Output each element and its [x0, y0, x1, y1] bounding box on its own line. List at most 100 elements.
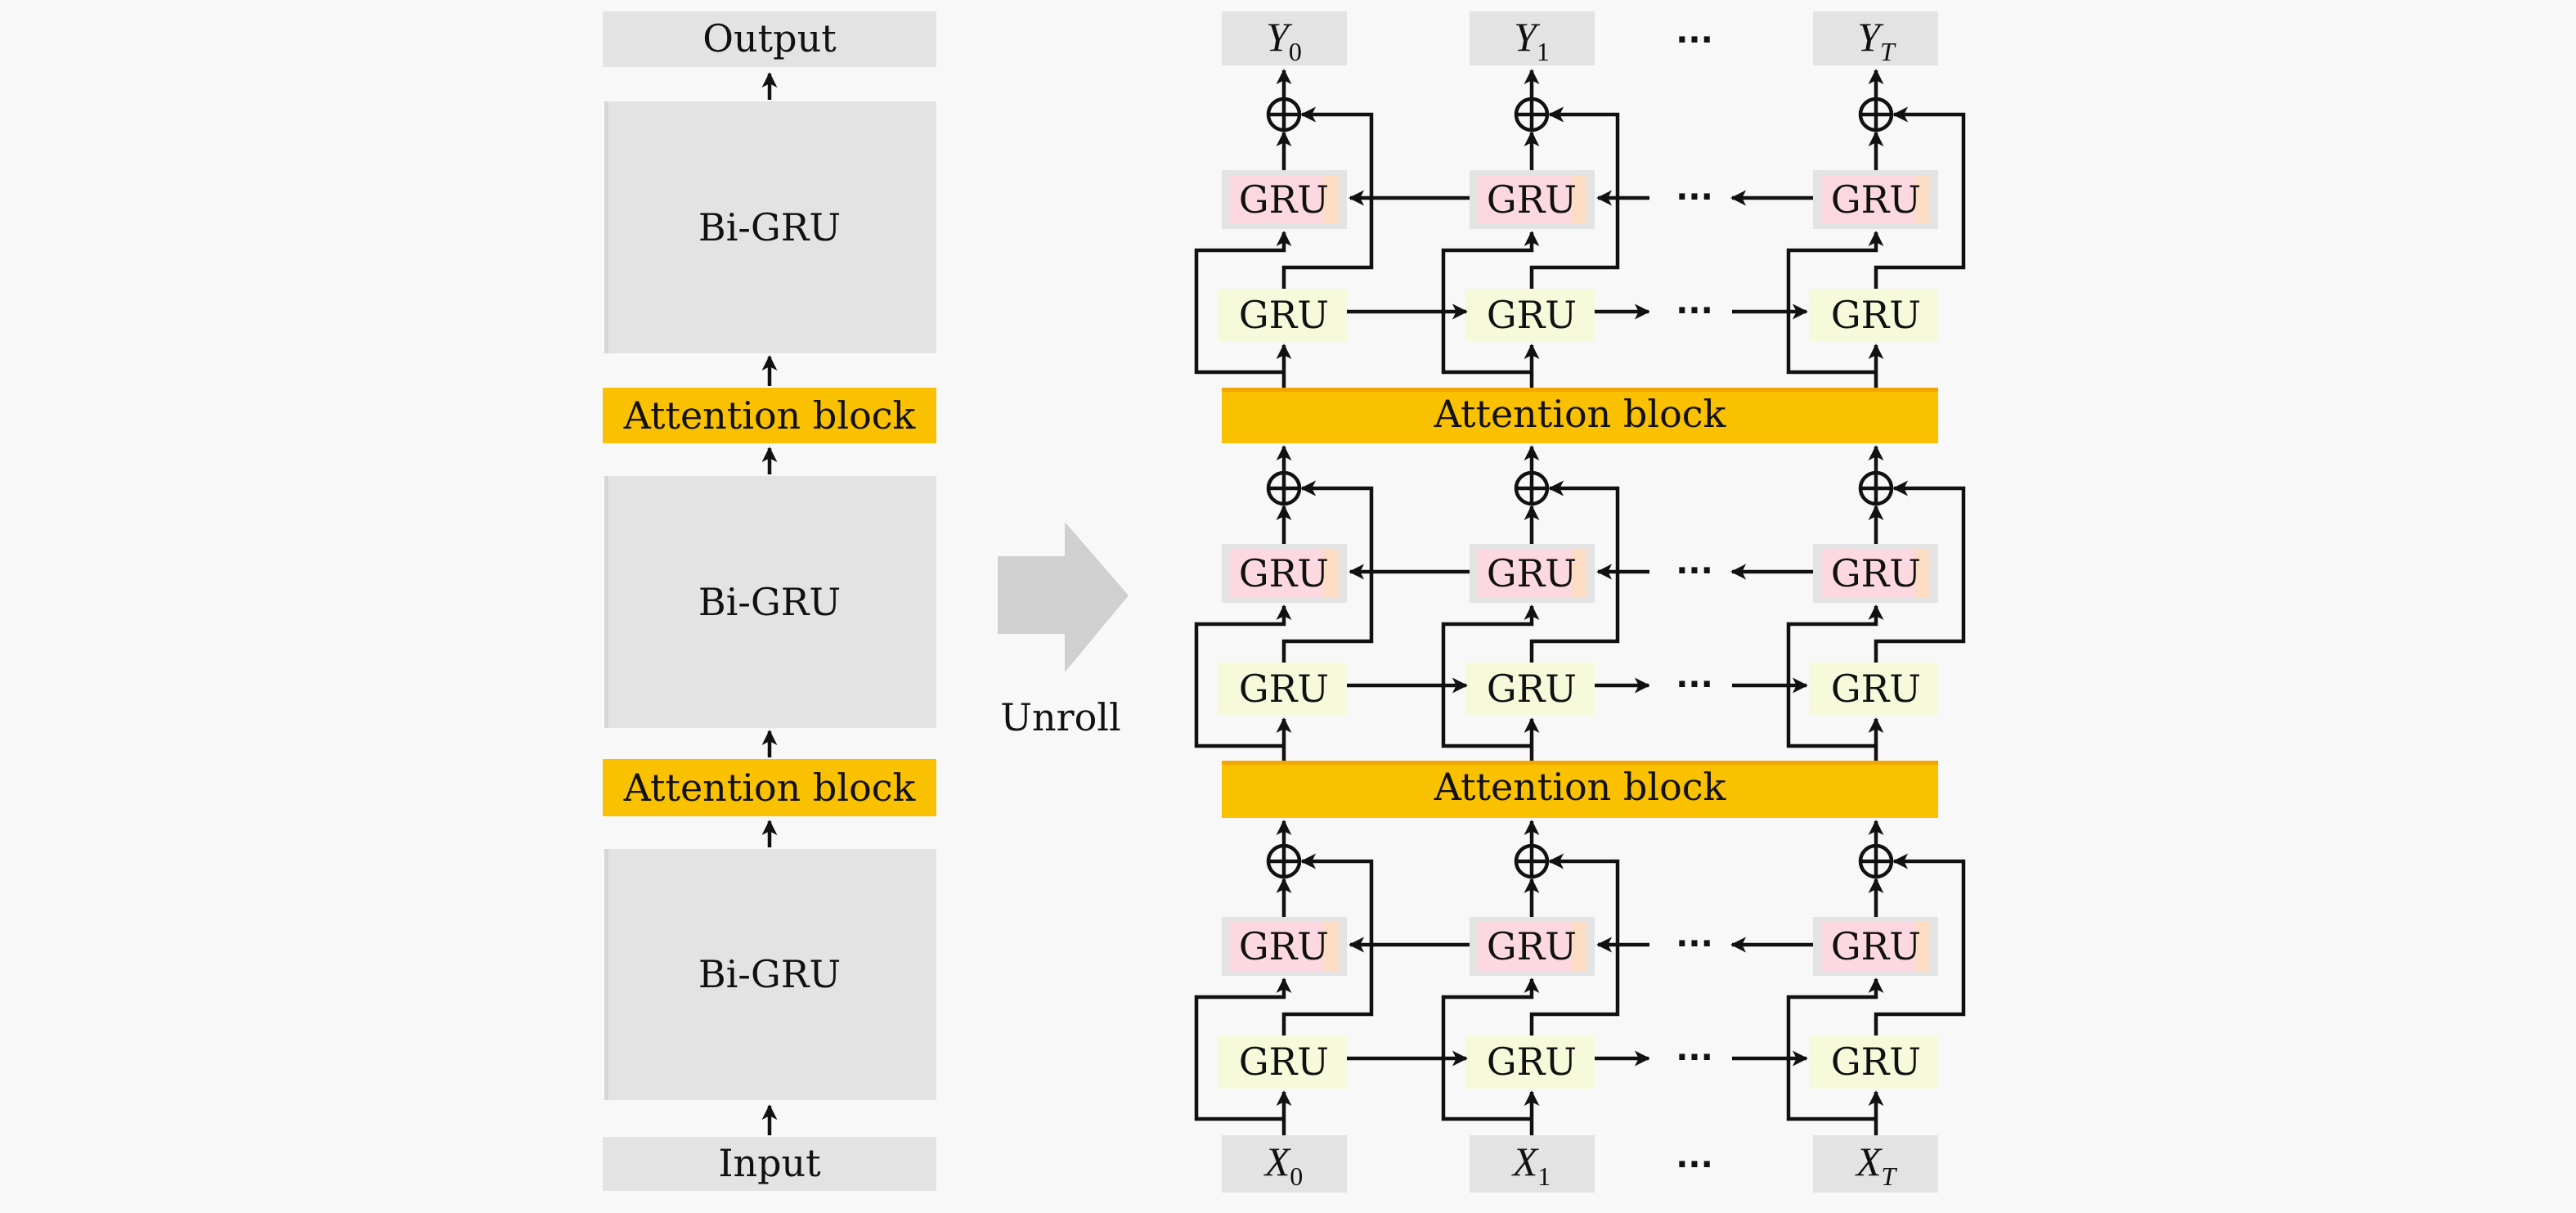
- bypass-connector: [1194, 231, 1292, 375]
- feedback-connector: [1874, 853, 1966, 1036]
- bypass-connector: [1441, 977, 1540, 1121]
- feedback-connector: [1529, 853, 1620, 1036]
- bypass-connector: [1786, 977, 1884, 1121]
- backward-gru-box: [1821, 175, 1930, 224]
- left-stack: Output Bi-GRU Attention block Bi-GRU Att…: [603, 11, 936, 1191]
- backward-gru-accent: [1572, 549, 1586, 598]
- backward-gru-accent: [1572, 922, 1586, 971]
- ellipsis-outputs: ···: [1676, 21, 1713, 59]
- output-label: Output: [702, 16, 837, 61]
- ellipsis-backward: ···: [1676, 925, 1713, 963]
- bigru-box-top-edge: [604, 101, 608, 353]
- output-label-2: YT: [1857, 14, 1896, 66]
- forward-gru-label: GRU: [1831, 667, 1921, 711]
- backward-gru-box: [1230, 922, 1339, 971]
- backward-gru-box: [1821, 922, 1930, 971]
- feedback-connector: [1281, 480, 1374, 663]
- backward-gru-accent: [1324, 175, 1339, 224]
- attention-block-edge-1: [1222, 761, 1938, 765]
- forward-gru-label: GRU: [1239, 667, 1329, 711]
- backward-gru-accent: [1572, 175, 1586, 224]
- bigru-label-top: Bi-GRU: [698, 205, 841, 249]
- forward-gru-label: GRU: [1487, 293, 1577, 337]
- attention-label-left-top: Attention block: [623, 393, 917, 438]
- bypass-connector: [1786, 604, 1884, 748]
- attention-block-1: [1222, 761, 1938, 818]
- forward-gru-box: [1465, 663, 1595, 716]
- input-box-2: [1813, 1135, 1938, 1193]
- unroll-group: Unroll: [998, 522, 1129, 739]
- input-label-0: X0: [1263, 1139, 1304, 1191]
- backward-gru-label: GRU: [1831, 177, 1921, 222]
- bigru-label-bottom: Bi-GRU: [698, 952, 841, 996]
- backward-gru-box: [1478, 922, 1586, 971]
- bypass-connector: [1786, 231, 1884, 375]
- backward-gru-label: GRU: [1239, 177, 1329, 222]
- input-label: Input: [718, 1141, 821, 1185]
- backward-gru-label: GRU: [1239, 551, 1329, 595]
- forward-gru-box: [1465, 289, 1595, 342]
- bigru-box-bottom: [604, 849, 936, 1100]
- bigru-box-middle: [604, 476, 936, 728]
- backward-gru-box: [1478, 549, 1586, 598]
- backward-gru-accent: [1324, 922, 1339, 971]
- output-box-0: [1222, 11, 1347, 65]
- ellipsis-forward: ···: [1676, 1039, 1713, 1076]
- bigru-box-bottom-edge: [604, 849, 608, 1100]
- bypass-connector: [1194, 977, 1292, 1121]
- input-label-1: X1: [1511, 1139, 1551, 1191]
- feedback-connector: [1281, 853, 1374, 1036]
- attention-block-0: [1222, 388, 1938, 443]
- forward-gru-label: GRU: [1831, 293, 1921, 337]
- backward-gru-label: GRU: [1487, 924, 1577, 968]
- output-box-2: [1813, 11, 1938, 65]
- backward-gru-accent: [1915, 549, 1930, 598]
- feedback-connector: [1874, 106, 1966, 289]
- ellipsis-inputs: ···: [1676, 1146, 1713, 1184]
- output-box: [603, 11, 936, 67]
- output-box-1: [1470, 11, 1595, 65]
- bypass-connector: [1194, 604, 1292, 748]
- backward-gru-accent: [1324, 549, 1339, 598]
- backward-gru-accent: [1915, 922, 1930, 971]
- forward-gru-label: GRU: [1239, 1040, 1329, 1084]
- forward-gru-label: GRU: [1487, 1040, 1577, 1084]
- forward-gru-label: GRU: [1239, 293, 1329, 337]
- backward-gru-label: GRU: [1831, 924, 1921, 968]
- attention-box-left-bottom: [603, 759, 936, 816]
- bypass-connector: [1441, 231, 1540, 375]
- forward-gru-box: [1465, 1036, 1595, 1089]
- right-block-arrow-icon: [998, 522, 1129, 672]
- attention-block-edge-0: [1222, 388, 1938, 392]
- forward-gru-label: GRU: [1487, 667, 1577, 711]
- input-box-1: [1470, 1135, 1595, 1193]
- ellipsis-backward: ···: [1676, 178, 1713, 216]
- ellipsis-forward: ···: [1676, 292, 1713, 330]
- attention-label-1: Attention block: [1434, 765, 1727, 809]
- output-label-0: Y0: [1266, 14, 1302, 66]
- backward-gru-box: [1230, 549, 1339, 598]
- feedback-connector: [1529, 106, 1620, 289]
- bypass-connector: [1441, 604, 1540, 748]
- feedback-connector: [1874, 480, 1966, 663]
- backward-gru-box: [1478, 175, 1586, 224]
- backward-gru-accent: [1915, 175, 1930, 224]
- feedback-connector: [1281, 106, 1374, 289]
- forward-gru-box: [1809, 289, 1938, 342]
- output-label-1: Y1: [1514, 14, 1550, 66]
- input-box-0: [1222, 1135, 1347, 1193]
- bigru-label-middle: Bi-GRU: [698, 580, 841, 624]
- feedback-connector: [1529, 480, 1620, 663]
- forward-gru-label: GRU: [1831, 1040, 1921, 1084]
- forward-gru-box: [1218, 663, 1347, 716]
- ellipsis-forward: ···: [1676, 666, 1713, 703]
- attention-label-0: Attention block: [1434, 392, 1727, 436]
- forward-gru-box: [1218, 1036, 1347, 1089]
- input-box: [603, 1137, 936, 1191]
- attention-label-left-bottom: Attention block: [623, 766, 917, 810]
- backward-gru-label: GRU: [1239, 924, 1329, 968]
- bigru-box-middle-edge: [604, 476, 608, 728]
- backward-gru-box: [1230, 175, 1339, 224]
- ellipsis-backward: ···: [1676, 552, 1713, 590]
- backward-gru-label: GRU: [1487, 177, 1577, 222]
